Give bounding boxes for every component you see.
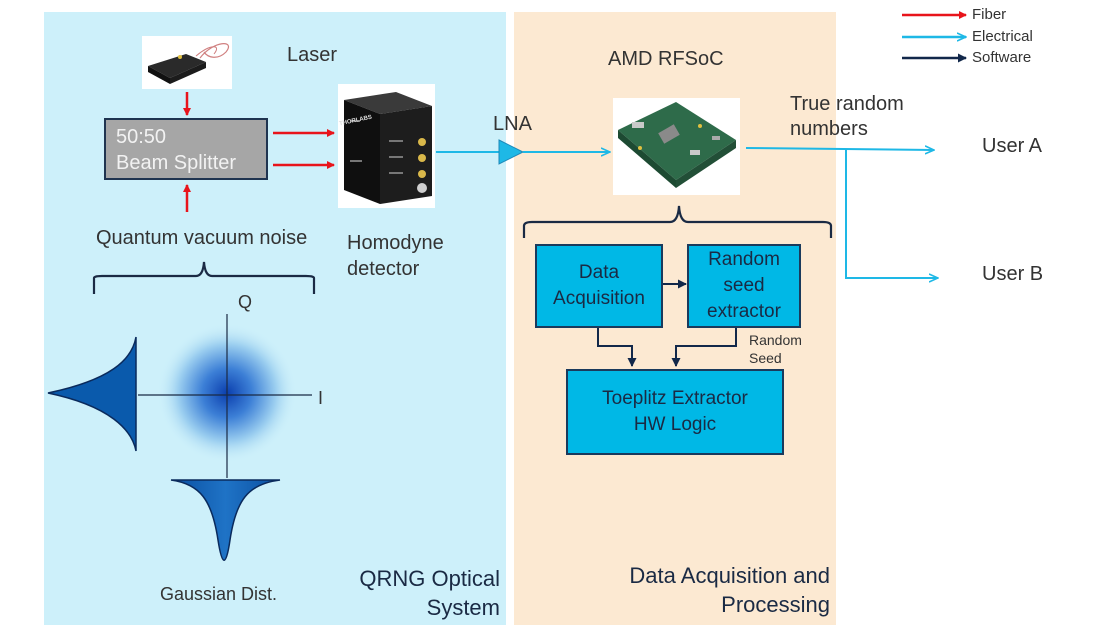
optical-section-title: QRNG Optical System (330, 564, 500, 622)
processing-section-title: Data Acquisition and Processing (560, 561, 830, 619)
trng-line2: numbers (790, 118, 868, 140)
detector-label-line2: detector (347, 258, 420, 280)
seed-to-toeplitz-arrow (671, 326, 737, 367)
optical-title-line1: QRNG Optical (359, 566, 500, 591)
q-axis-label: Q (238, 292, 253, 312)
processing-title-line1: Data Acquisition and (629, 563, 830, 588)
random-seed-note: Random Seed (749, 331, 802, 367)
rfsoc-board-image (613, 98, 740, 195)
rfsoc-label: AMD RFSoC (608, 48, 724, 70)
homodyne-detector-label: Homodyne detector (347, 230, 444, 282)
phase-space-plot (47, 314, 312, 561)
gaussian-dist-label: Gaussian Dist. (160, 584, 278, 604)
random-seed-extractor-box: Random seed extractor (687, 244, 801, 328)
q-marginal-gaussian (47, 336, 137, 452)
data-acq-line1: Data (578, 262, 620, 283)
seed-note-line2: Seed (749, 350, 782, 366)
vacuum-noise-label: Quantum vacuum noise (96, 227, 308, 249)
splitter-ratio: 50:50 (116, 126, 167, 148)
legend-arrows (902, 11, 967, 63)
toeplitz-line1: Toeplitz Extractor (602, 388, 748, 409)
detector-label-line1: Homodyne (347, 232, 444, 254)
i-axis-label: I (318, 388, 324, 408)
data-acquisition-box: Data Acquisition (535, 244, 663, 328)
true-random-numbers-label: True random numbers (790, 92, 904, 142)
i-marginal-gaussian (170, 479, 281, 561)
seed-extractor-line1: Random (708, 249, 780, 270)
legend-fiber-label: Fiber (972, 6, 1007, 23)
data-acq-line2: Acquisition (553, 288, 645, 309)
optical-title-line2: System (426, 595, 500, 620)
trng-line1: True random (790, 93, 904, 115)
user-a-label: User A (982, 135, 1043, 157)
toeplitz-line2: HW Logic (633, 414, 717, 435)
seed-extractor-line2: seed (723, 275, 765, 296)
legend-electrical-label: Electrical (972, 28, 1033, 45)
to-user-a-arrow (745, 148, 934, 150)
beam-splitter-box: 50:50 Beam Splitter (104, 118, 268, 180)
seed-extractor-line3: extractor (707, 301, 781, 322)
laser-label: Laser (287, 44, 338, 66)
splitter-name: Beam Splitter (116, 152, 237, 174)
toeplitz-extractor-box: Toeplitz Extractor HW Logic (566, 369, 784, 455)
user-b-label: User B (982, 263, 1044, 285)
to-user-b-arrow (845, 150, 938, 278)
homodyne-detector-image (338, 84, 435, 208)
legend-software-label: Software (972, 49, 1032, 66)
seed-note-line1: Random (749, 332, 802, 348)
lna-amplifier-icon (498, 139, 525, 165)
acq-to-toeplitz-arrow (597, 326, 637, 367)
processing-title-line2: Processing (721, 592, 830, 617)
optical-brace (92, 261, 316, 294)
processing-brace (522, 205, 833, 238)
laser-device-image (142, 36, 232, 89)
lna-label: LNA (493, 113, 532, 135)
